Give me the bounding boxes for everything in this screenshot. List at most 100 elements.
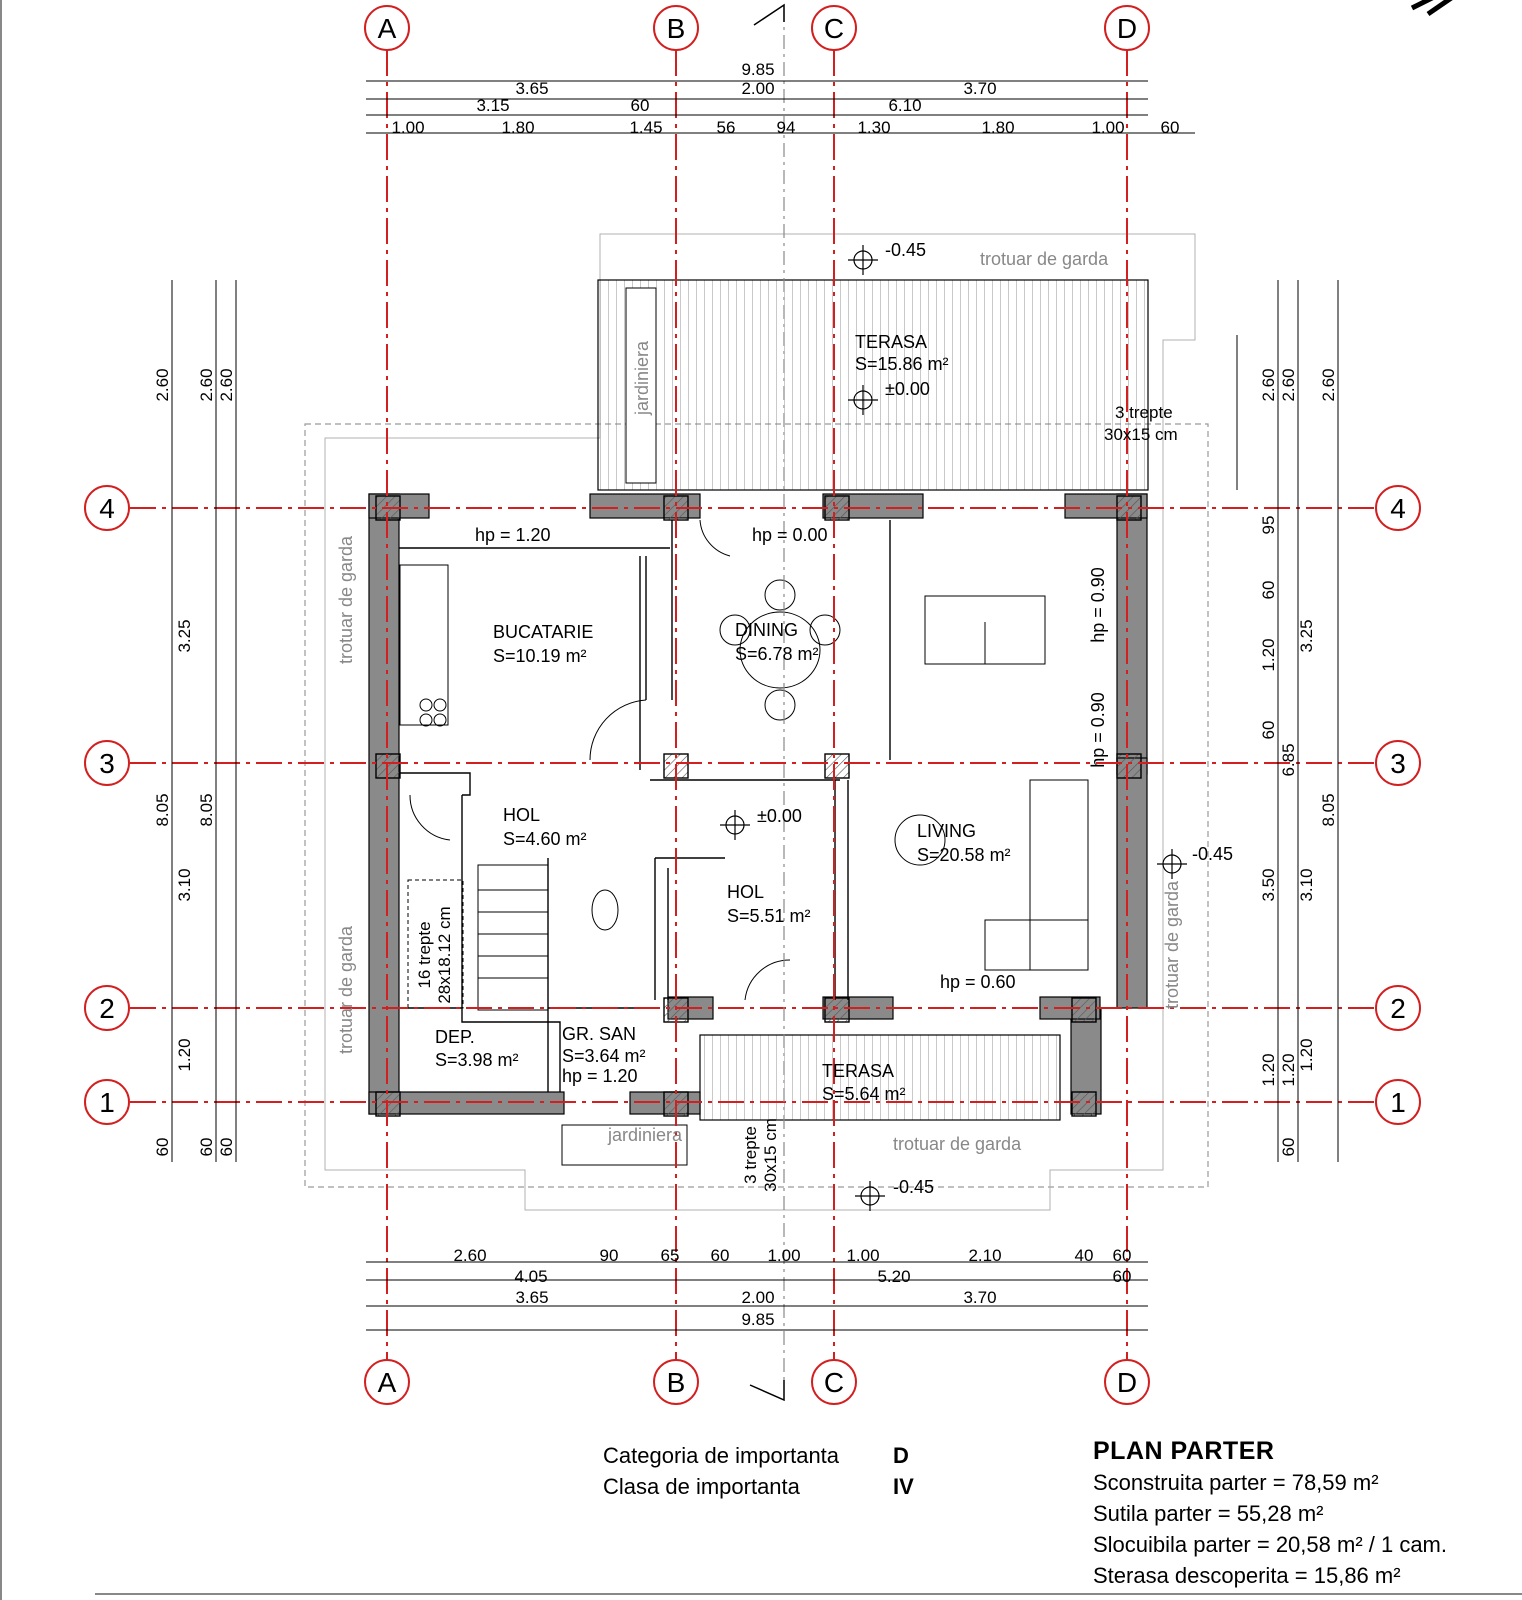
axis-label: 4	[99, 493, 115, 524]
axis-label: 3	[1390, 748, 1406, 779]
terrace-top	[597, 279, 1149, 491]
dim-text: 2.60	[153, 368, 172, 401]
coffee-table	[894, 814, 946, 866]
dim-text: 60	[1279, 1138, 1298, 1157]
dim-text: 60	[631, 96, 650, 115]
dim-text: 1.20	[1259, 638, 1278, 671]
dim-text: 9.85	[741, 1310, 774, 1329]
dim-text: 1.00	[767, 1246, 800, 1265]
room-name: DINING	[735, 620, 798, 640]
dim-text: 90	[600, 1246, 619, 1265]
steps-label: 3 trepte	[741, 1126, 760, 1184]
axis-label: D	[1117, 1367, 1137, 1398]
room-area: S=10.19 m²	[493, 646, 587, 666]
steps-size: 28x18.12 cm	[435, 906, 454, 1003]
sill-height: hp = 0.90	[1088, 567, 1108, 643]
axis-bubble-3-left: 3	[84, 740, 130, 786]
room-bucatarie: BUCATARIE S=10.19 m²	[493, 622, 593, 666]
axis-label: 3	[99, 748, 115, 779]
room-name: DEP.	[435, 1027, 475, 1047]
level-mark: -0.45	[893, 1177, 934, 1197]
room-hol-2: HOL S=5.51 m²	[727, 882, 811, 926]
axis-lines	[130, 50, 1375, 1360]
sill-height: hp = 0.60	[940, 972, 1016, 992]
dims-left: 2.60 3.25 3.10 1.20 60 2.60 8.05 60 2.60…	[153, 368, 236, 1156]
dim-text: 60	[711, 1246, 730, 1265]
dim-text: 2.00	[741, 1288, 774, 1307]
terrace-bottom	[561, 1034, 1061, 1166]
room-dining: DINING S=6.78 m²	[735, 620, 819, 664]
dim-text: 2.00	[741, 79, 774, 98]
dim-text: 3.10	[1297, 868, 1316, 901]
room-name: TERASA	[855, 332, 927, 352]
dim-text: 60	[1113, 1267, 1132, 1286]
dim-text: 3.50	[1259, 868, 1278, 901]
dimension-lines	[171, 80, 1339, 1331]
dim-text: 1.20	[1259, 1053, 1278, 1086]
dim-text: 3.15	[476, 96, 509, 115]
room-name: BUCATARIE	[493, 622, 593, 642]
built-area: Sconstruita parter = 78,59 m²	[1093, 1470, 1379, 1495]
room-gr-san: GR. SAN S=3.64 m² hp = 1.20	[562, 1024, 646, 1086]
axis-label: B	[667, 1367, 686, 1398]
dim-text: 1.45	[629, 118, 662, 137]
axis-bubble-C-top: C	[811, 5, 857, 51]
axis-bubble-A-bottom: A	[364, 1359, 410, 1405]
area-summary: PLAN PARTER Sconstruita parter = 78,59 m…	[1093, 1436, 1513, 1591]
dim-text: 95	[1259, 516, 1278, 535]
room-hol-1: HOL S=4.60 m² ±0.00	[503, 805, 802, 849]
axis-label: 1	[99, 1087, 115, 1118]
dim-text: 60	[1259, 581, 1278, 600]
axis-label: A	[378, 1367, 397, 1398]
importance-legend: Categoria de importanta D Clasa de impor…	[603, 1440, 933, 1502]
dim-text: 60	[217, 1138, 236, 1157]
level-mark: -0.45	[885, 240, 926, 260]
axis-bubble-2-left: 2	[84, 985, 130, 1031]
dim-text: 2.60	[217, 368, 236, 401]
planter-label: jardiniera	[607, 1125, 683, 1145]
axis-bubble-B-top: B	[653, 5, 699, 51]
axis-bubble-A-top: A	[364, 5, 410, 51]
section-arrow	[749, 3, 785, 1402]
category-label: Categoria de importanta	[603, 1443, 840, 1468]
dim-text: 94	[777, 118, 796, 137]
dim-text: 8.05	[197, 793, 216, 826]
dim-text: 8.05	[1319, 793, 1338, 826]
axis-bubble-1-left: 1	[84, 1079, 130, 1125]
sidewalk-label: trotuar de garda	[336, 925, 356, 1054]
room-area: S=6.78 m²	[735, 644, 819, 664]
sidewalk-label: trotuar de garda	[1162, 880, 1182, 1009]
sidewalk-outline-inner	[324, 233, 1196, 1211]
dim-text: 3.25	[175, 619, 194, 652]
category-row: Categoria de importanta D	[603, 1440, 933, 1471]
kitchen-counter	[399, 564, 449, 726]
dim-text: 60	[197, 1138, 216, 1157]
dim-text: 1.00	[391, 118, 424, 137]
room-area: S=3.98 m²	[435, 1050, 519, 1070]
class-label: Clasa de importanta	[603, 1474, 800, 1499]
steps-label: 16 trepte	[415, 921, 434, 988]
misc-labels: trotuar de garda trotuar de garda trotua…	[336, 240, 1233, 1197]
dim-text: 1.80	[501, 118, 534, 137]
sidewalk-label: trotuar de garda	[893, 1134, 1022, 1154]
dim-text: 3.70	[963, 1288, 996, 1307]
dim-text: 60	[1259, 721, 1278, 740]
dim-text: 1.20	[175, 1038, 194, 1071]
dim-text: 40	[1075, 1246, 1094, 1265]
dims-right: 2.60 95 60 1.20 60 3.50 1.20 60 2.60 6.8…	[1259, 368, 1338, 1156]
room-name: LIVING	[917, 821, 976, 841]
room-terasa-bottom: TERASA S=5.64 m²	[822, 1061, 906, 1104]
dim-text: 3.65	[515, 1288, 548, 1307]
steps-size: 30x15 cm	[761, 1118, 780, 1192]
room-hp: hp = 1.20	[562, 1066, 638, 1086]
dim-text: 8.05	[153, 793, 172, 826]
axis-label: C	[824, 13, 844, 44]
terrace-area: Sterasa descoperita = 15,86 m²	[1093, 1563, 1401, 1588]
dim-text: 1.00	[1091, 118, 1124, 137]
dim-text: 65	[661, 1246, 680, 1265]
sill-height: hp = 1.20	[475, 525, 551, 545]
dim-text: 9.85	[741, 60, 774, 79]
level-marker-icons	[720, 245, 1187, 1211]
axis-bubble-B-bottom: B	[653, 1359, 699, 1405]
